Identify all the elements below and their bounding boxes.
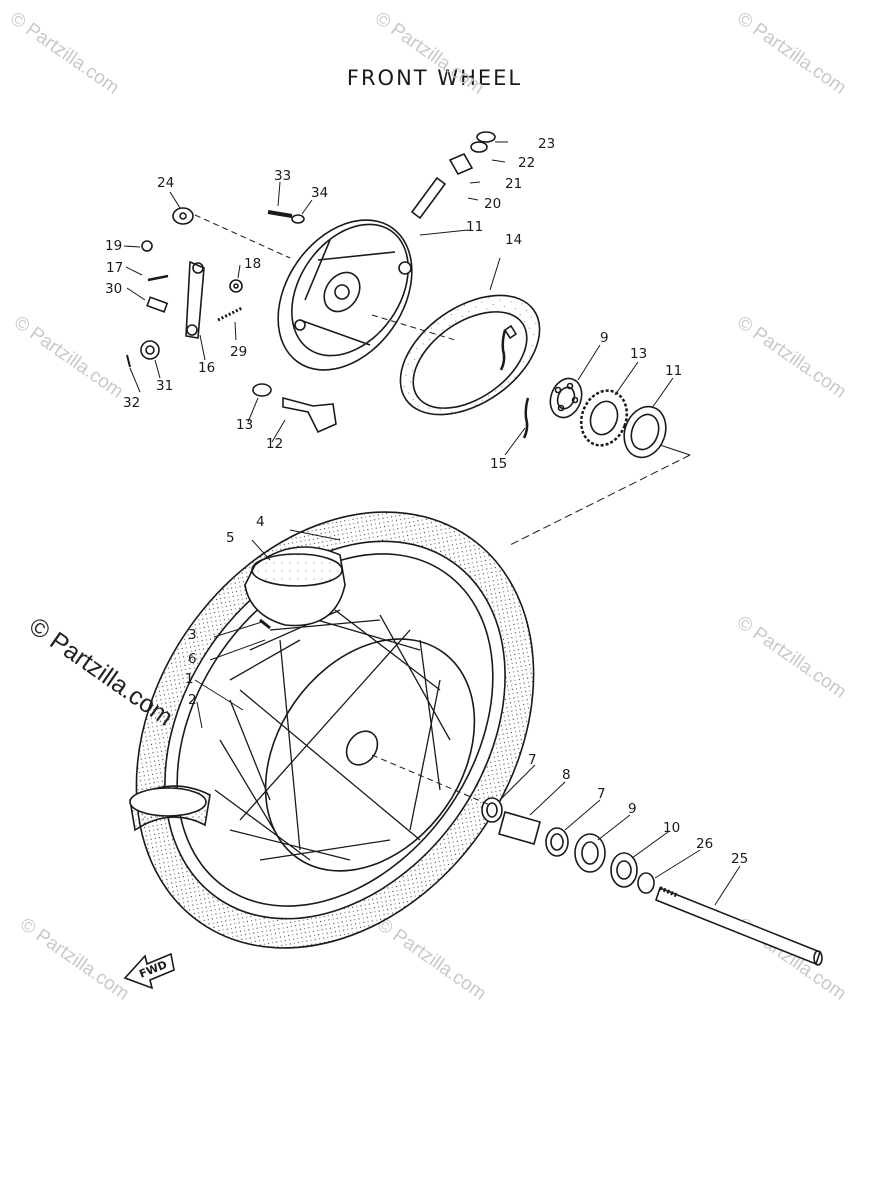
- part-label: 6: [188, 651, 197, 667]
- part-label: 11: [665, 363, 683, 379]
- part-label: 14: [505, 232, 523, 248]
- part-label: 25: [731, 851, 749, 867]
- part-label: 8: [562, 767, 571, 783]
- part-label: 11: [466, 219, 484, 235]
- cam-lever: [126, 240, 243, 368]
- part-label: 18: [244, 256, 262, 272]
- part-label: 9: [600, 330, 609, 346]
- part-label: 15: [490, 456, 508, 472]
- wheel-assembly: [129, 511, 535, 949]
- speedo-drive: [172, 131, 496, 225]
- part-label: 19: [105, 238, 123, 254]
- speedo-gear-12: [579, 389, 629, 447]
- part-label: 7: [597, 786, 606, 802]
- part-label: 30: [105, 281, 123, 297]
- part-label: 20: [484, 196, 502, 212]
- part-label: 26: [696, 836, 714, 852]
- brake-shoes: [399, 294, 541, 439]
- part-label: 1: [185, 671, 194, 687]
- part-label: 21: [505, 176, 523, 192]
- part-label: 29: [230, 344, 248, 360]
- part-label: 4: [256, 514, 265, 530]
- part-label: 10: [663, 820, 681, 836]
- diagram-title: FRONT WHEEL: [346, 66, 523, 90]
- part-label: 33: [274, 168, 292, 184]
- part-label: 5: [226, 530, 235, 546]
- oil-seal-11: [623, 405, 667, 459]
- brake-panel: [277, 219, 413, 371]
- leader-lines: [123, 141, 741, 906]
- part-label: 9: [628, 801, 637, 817]
- part-label: 2: [188, 692, 197, 708]
- part-label: 17: [106, 260, 124, 276]
- brake-cam-14: [252, 383, 337, 434]
- axle-parts: [481, 797, 823, 966]
- part-label: 12: [266, 436, 284, 452]
- part-label: 32: [123, 395, 141, 411]
- part-label: 22: [518, 155, 536, 171]
- part-label: 3: [188, 627, 197, 643]
- part-label: 23: [538, 136, 556, 152]
- bearing-9-top: [549, 377, 583, 419]
- part-label: 31: [156, 378, 174, 394]
- part-label: 24: [157, 175, 175, 191]
- fwd-arrow: [123, 952, 175, 990]
- part-label: 13: [630, 346, 648, 362]
- part-label: 7: [528, 752, 537, 768]
- part-label: 34: [311, 185, 329, 201]
- part-label: 13: [236, 417, 254, 433]
- part-label: 16: [198, 360, 216, 376]
